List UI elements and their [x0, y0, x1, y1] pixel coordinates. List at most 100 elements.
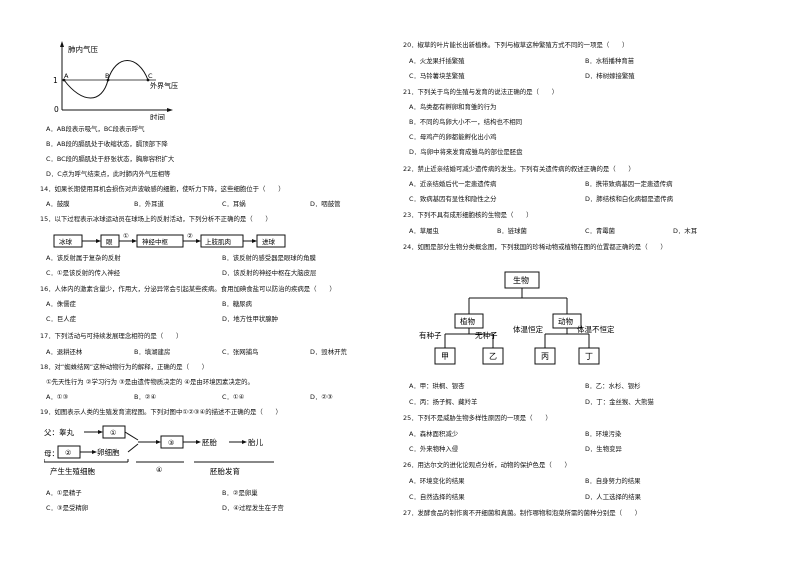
tree-root: 生物 [513, 275, 529, 285]
q13-option-b[interactable]: B．AB段的膈肌处于收缩状态，膈顶部下降 [46, 140, 168, 148]
q19-option-b[interactable]: B．②是卵巢 [222, 489, 258, 497]
q17-stem: 17．下列活动与可持续发展理念相符的是（ ） [40, 332, 183, 340]
tree-leaf-3: 丙 [541, 352, 549, 361]
q23-stem: 23．下列不具有成形细胞核的生物是（ ） [403, 211, 533, 219]
tree-animal: 动物 [558, 316, 573, 326]
tree-noseed: 无种子 [475, 330, 498, 340]
reflex-box-goal: 进球 [262, 237, 276, 246]
graph-tick-0: 0 [54, 105, 59, 114]
q14-option-b[interactable]: B．外耳道 [134, 200, 164, 208]
q22-option-c[interactable]: C．致病基因有显性和隐性之分 [409, 195, 497, 203]
q13-option-a[interactable]: A．AB段表示吸气，BC段表示呼气 [46, 125, 145, 133]
q24-option-b[interactable]: B．乙：水杉、银杉 [585, 382, 641, 390]
q17-option-d[interactable]: D．毁林开荒 [310, 348, 347, 356]
q18-option-d[interactable]: D．②③ [310, 393, 333, 401]
q22-option-a[interactable]: A．近亲结婚后代一定患遗传病 [409, 180, 497, 188]
q15-option-d[interactable]: D．该反射的神经中枢在大脑皮层 [222, 269, 317, 277]
q17-option-b[interactable]: B．填湖建房 [134, 348, 171, 356]
q22-option-b[interactable]: B．携带致病基因一定患遗传病 [585, 180, 673, 188]
q14-option-c[interactable]: C．耳蜗 [222, 200, 246, 208]
q14-option-a[interactable]: A．鼓膜 [46, 200, 70, 208]
q15-option-b[interactable]: B．该反射的感受器是眼球的角膜 [222, 254, 316, 262]
q21-option-b[interactable]: B．不同的鸟卵大小不一，结构也不相同 [409, 118, 523, 126]
graph-outside-label: 外界气压 [150, 81, 178, 90]
tree-seed: 有种子 [419, 330, 442, 340]
flow-fetus: 胎儿 [248, 437, 263, 447]
q20-option-b[interactable]: B．水稻播种育苗 [585, 57, 635, 65]
q25-stem: 25．下列不是威胁生物多样性原因的一项是（ ） [403, 414, 552, 422]
q25-option-a[interactable]: A．森林面积减少 [409, 430, 459, 438]
tree-plant: 植物 [460, 316, 475, 326]
lung-pressure-graph: 肺内气压 时间 外界气压 1 0 A B C [53, 41, 178, 120]
q18-statements: ①先天性行为 ②学习行为 ③是由遗传物质决定的 ④是由环境因素决定的。 [46, 378, 254, 386]
q20-option-c[interactable]: C．马铃薯块茎繁殖 [409, 72, 465, 80]
tree-leaf-4: 丁 [585, 352, 593, 361]
q16-stem: 16．人体内的激素含量少，作用大，分泌异常会引起某些疾病。食用加碘食盐可以防治的… [40, 285, 336, 293]
q14-stem: 14．如果长期使用耳机会损伤对声波敏感的细胞，使听力下降，这些细胞位于（ ） [40, 185, 285, 193]
q16-option-a[interactable]: A．侏儒症 [46, 300, 76, 308]
q25-option-c[interactable]: C．外来物种入侵 [409, 445, 459, 453]
q16-option-c[interactable]: C．巨人症 [46, 315, 77, 323]
q23-option-d[interactable]: D．木耳 [673, 227, 698, 235]
q13-option-d[interactable]: D．C点为呼气结束点，此时肺内外气压相等 [46, 170, 171, 178]
q23-option-b[interactable]: B．链球菌 [497, 227, 527, 235]
classification-tree: 生物 植物 动物 有种子 无种子 体温恒定 体温不恒定 甲 乙 丙 丁 [419, 271, 615, 365]
q16-option-b[interactable]: B．糖尿病 [222, 300, 252, 308]
q24-option-d[interactable]: D．丁：金丝猴、大熊猫 [585, 398, 654, 406]
q21-option-c[interactable]: C．母鸡产的卵都能孵化出小鸡 [409, 133, 497, 141]
graph-xlabel: 时间 [150, 112, 165, 120]
q15-option-a[interactable]: A．该反射属于复杂的反射 [46, 254, 121, 262]
q24-stem: 24．如图是部分生物分类概念图，下列我国的珍稀动物或植物在图的位置都正确的是（ … [403, 243, 667, 251]
q20-option-d[interactable]: D．柿树嫁接繁殖 [585, 72, 635, 80]
tree-leaf-1: 甲 [441, 352, 449, 361]
q19-stem: 19．如图表示人类的生殖发育流程图。下列对图中①②③④的描述不正确的是（ ） [40, 408, 282, 416]
q26-option-a[interactable]: A．环境变化的结果 [409, 477, 465, 485]
q26-stem: 26．用达尔文的进化论观点分析，动物的保护色是（ ） [403, 461, 571, 469]
q20-option-a[interactable]: A．火龙果扦插繁殖 [409, 57, 465, 65]
flow-box-2: ② [65, 449, 71, 457]
flow-caption-1: 产生生殖细胞 [50, 466, 95, 476]
q19-option-a[interactable]: A．①是精子 [46, 489, 82, 497]
flow-egg: 卵细胞 [97, 447, 120, 457]
q22-option-d[interactable]: D．肺结核和白化病都是遗传病 [585, 195, 673, 203]
q24-option-a[interactable]: A．甲：珙桐、银杏 [409, 382, 465, 390]
q15-stem: 15．以下过程表示冰球运动员在球场上的反射活动，下列分析不正确的是（ ） [40, 215, 272, 223]
flow-box-3: ③ [168, 439, 174, 447]
q21-option-d[interactable]: D．鸟卵中将来发育成雏鸟的部位是胚盘 [409, 148, 523, 156]
flow-father: 父：睾丸 [44, 427, 74, 437]
q18-option-a[interactable]: A．①③ [46, 393, 69, 401]
flow-embryo: 胚胎 [202, 437, 217, 447]
reflex-box-puck: 冰球 [59, 237, 73, 246]
q15-option-c[interactable]: C．①是该反射的传入神经 [46, 269, 121, 277]
q25-option-d[interactable]: D．生物变异 [585, 445, 622, 453]
q21-option-a[interactable]: A．鸟类都有孵卵和育雏的行为 [409, 103, 497, 111]
reflex-box-eye: 眼 [106, 238, 113, 246]
reflex-box-center: 神经中枢 [142, 237, 169, 246]
q24-option-c[interactable]: C．丙：扬子鳄、藏羚羊 [409, 398, 478, 406]
q16-option-d[interactable]: D．地方性甲状腺肿 [222, 315, 279, 323]
graph-ylabel: 肺内气压 [68, 44, 98, 54]
q26-option-b[interactable]: B．自身努力的结果 [585, 477, 641, 485]
tree-warm: 体温恒定 [513, 324, 543, 334]
q17-option-a[interactable]: A．退耕还林 [46, 348, 83, 356]
q25-option-b[interactable]: B．环境污染 [585, 430, 622, 438]
flow-caption-2: 胚胎发育 [210, 466, 240, 476]
q13-option-c[interactable]: C．BC段的膈肌处于舒张状态，胸廓容积扩大 [46, 155, 175, 163]
q18-option-b[interactable]: B．②④ [134, 393, 157, 401]
q14-option-d[interactable]: D．咽鼓管 [310, 200, 341, 208]
q26-option-d[interactable]: D．人工选择的结果 [585, 493, 642, 501]
q27-stem: 27．发酵食品的制作离不开细菌和真菌。制作哪物和泡菜所需的菌种分别是（ ） [403, 509, 642, 517]
q19-option-c[interactable]: C．③是受精卵 [46, 504, 89, 512]
q23-option-a[interactable]: A．草履虫 [409, 227, 439, 235]
reflex-box-muscle: 上肢肌肉 [205, 237, 231, 246]
q17-option-c[interactable]: C．张网捕鸟 [222, 348, 259, 356]
reflex-label-2: ② [187, 232, 193, 240]
q18-stem: 18．对“蜘蛛结网”这种动物行为的解释，正确的是（ ） [40, 363, 209, 371]
q23-option-c[interactable]: C．青霉菌 [585, 227, 616, 235]
q18-option-c[interactable]: C．①④ [222, 393, 245, 401]
q22-stem: 22．禁止近亲结婚可减少遗传病的发生。下列有关遗传病的叙述正确的是（ ） [403, 165, 635, 173]
tree-cold: 体温不恒定 [577, 324, 615, 334]
reproduction-flow-diagram: 父：睾丸 ① 母： ② 卵细胞 ③ 胚胎 胎儿 ④ 产生生殖细胞 胚胎发育 [44, 425, 274, 476]
q19-option-d[interactable]: D．④过程发生在子宫 [222, 504, 284, 512]
q26-option-c[interactable]: C．自然选择的结果 [409, 493, 465, 501]
